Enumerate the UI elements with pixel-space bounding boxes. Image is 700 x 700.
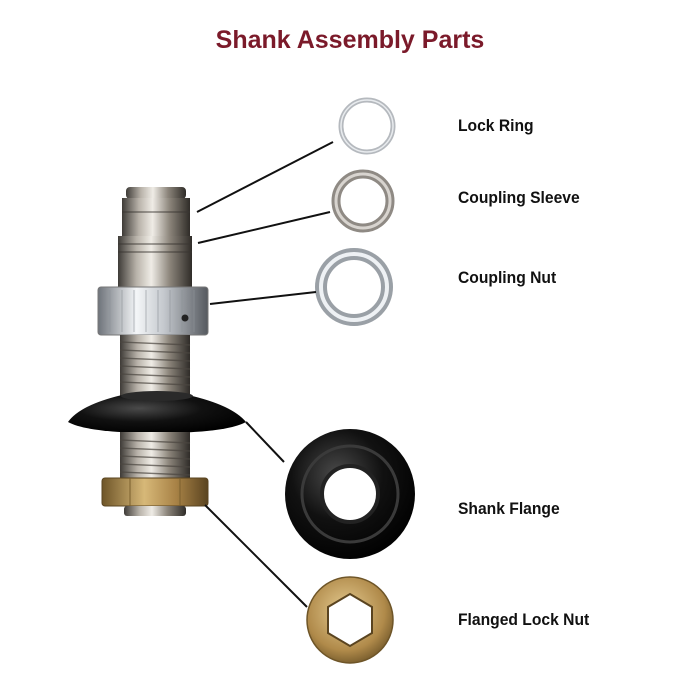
shank-flange-label: Shank Flange — [458, 499, 560, 519]
leader-lock-ring — [197, 142, 333, 212]
coupling-nut-icon — [321, 254, 387, 320]
leader-shank-flange — [246, 422, 284, 462]
leader-coupling-sleeve — [198, 212, 330, 243]
coupling-sleeve-icon — [336, 174, 390, 228]
leader-coupling-nut — [210, 292, 316, 304]
shank-assembly — [68, 187, 246, 516]
flanged-lock-nut-label: Flanged Lock Nut — [458, 610, 589, 630]
coupling-sleeve-label: Coupling Sleeve — [458, 188, 580, 208]
coupling-nut-label: Coupling Nut — [458, 268, 556, 288]
lock-ring-icon — [341, 100, 393, 152]
shank-flange-icon — [285, 429, 415, 559]
lock-ring-label: Lock Ring — [458, 116, 534, 136]
flanged-lock-nut-icon — [307, 577, 393, 663]
